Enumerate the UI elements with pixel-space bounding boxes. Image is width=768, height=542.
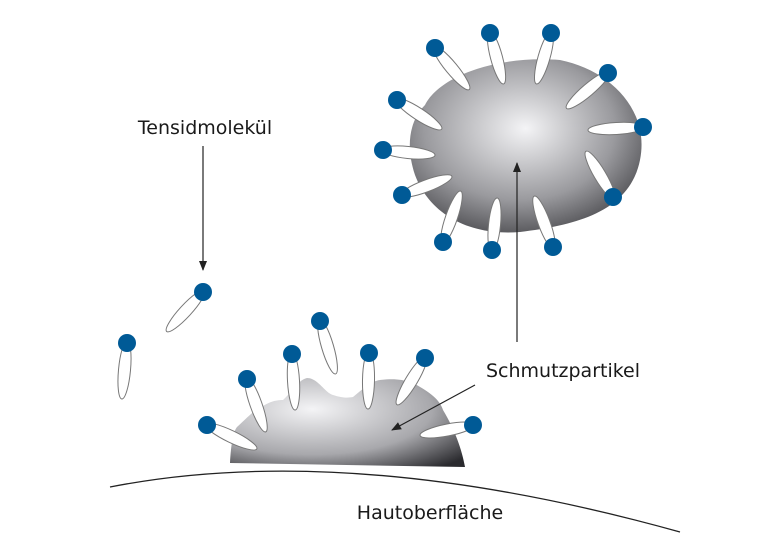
label-surfactant: Tensidmolekül <box>137 117 272 139</box>
surfactant-molecule <box>533 24 560 85</box>
surfactant-molecules <box>117 24 652 451</box>
label-skin-surface: Hautoberfläche <box>357 502 503 524</box>
dirt-particle-on-skin <box>230 378 465 467</box>
molecule-head <box>118 334 136 352</box>
molecule-head <box>426 39 444 57</box>
surfactant-molecule <box>388 91 443 131</box>
surfactant-molecule <box>393 174 453 204</box>
molecule-head <box>481 24 499 42</box>
molecule-head <box>544 238 562 256</box>
molecule-head <box>311 312 329 330</box>
surfactant-molecule <box>565 64 617 110</box>
surfactant-molecule <box>311 312 338 375</box>
arrow-dirt-on-skin <box>391 384 476 431</box>
molecule-head <box>434 233 452 251</box>
molecule-head <box>194 283 212 301</box>
surfactant-molecule <box>374 141 436 160</box>
surfactant-molecule <box>481 24 507 85</box>
surfactant-molecule <box>117 334 136 400</box>
molecule-head <box>483 241 501 259</box>
surfactant-molecule <box>360 344 378 410</box>
surfactant-molecule <box>434 190 463 251</box>
surfactant-molecule <box>419 416 482 439</box>
surfactant-molecule <box>165 283 212 333</box>
dirt-particle-floating <box>409 59 642 233</box>
molecule-head <box>388 91 406 109</box>
molecule-head <box>374 141 392 159</box>
surfactant-molecule <box>587 118 652 136</box>
molecule-head <box>360 344 378 362</box>
molecule-head <box>634 118 652 136</box>
molecule-head <box>604 188 622 206</box>
molecule-head <box>198 416 216 434</box>
surfactant-molecule <box>198 416 258 451</box>
skin-surface-line <box>109 470 681 533</box>
molecule-head <box>393 186 411 204</box>
surfactant-molecule <box>238 370 268 433</box>
surfactant-molecule <box>395 349 434 406</box>
molecule-head <box>283 345 301 363</box>
molecule-head <box>542 24 560 42</box>
label-dirt-particle: Schmutzpartikel <box>486 360 640 382</box>
surfactant-molecule <box>483 197 502 259</box>
surfactant-molecule <box>584 150 622 206</box>
surfactant-molecule <box>283 345 301 411</box>
surfactant-molecule <box>426 39 471 91</box>
molecule-head <box>238 370 256 388</box>
molecule-head <box>599 64 617 82</box>
surfactant-molecule <box>532 195 562 256</box>
molecule-head <box>416 349 434 367</box>
molecule-head <box>464 416 482 434</box>
